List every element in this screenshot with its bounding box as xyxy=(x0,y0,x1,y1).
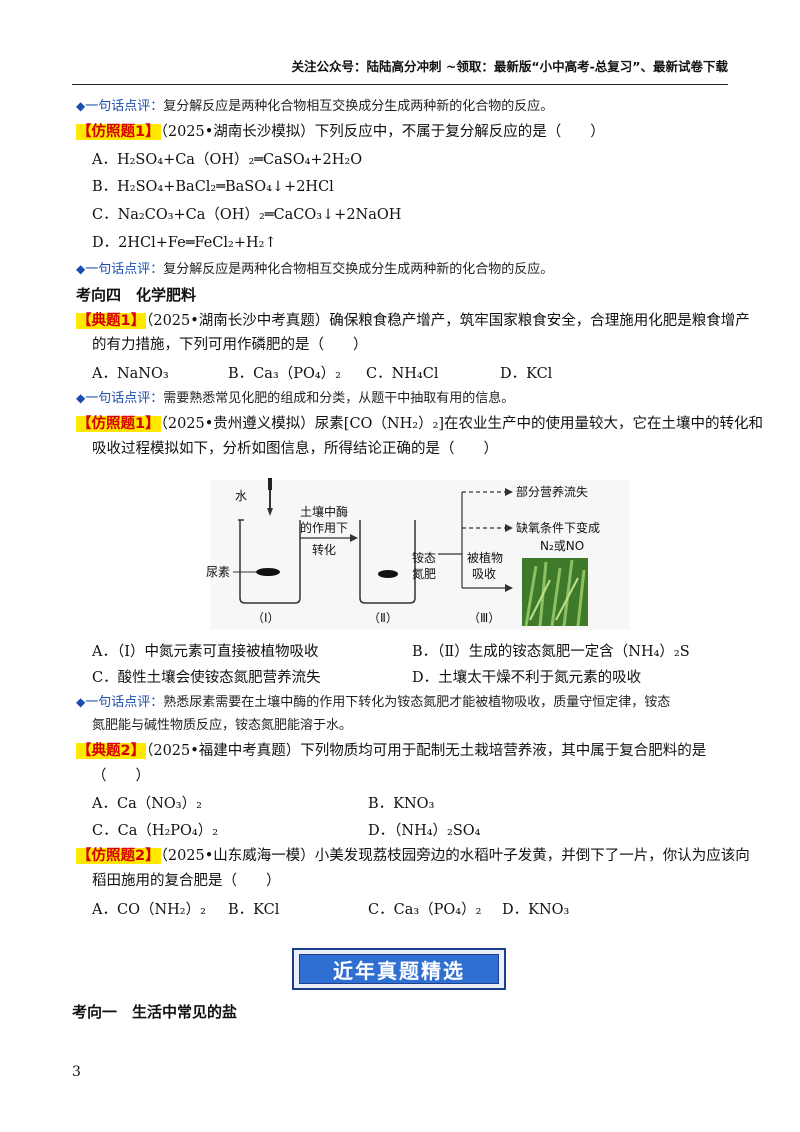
comment-1: ◆一句话点评：复分解反应是两种化合物相互交换成分生成两种新的化合物的反应。 xyxy=(76,99,554,114)
comment-4-cont: 氮肥能与碱性物质反应，铵态氮肥能溶于水。 xyxy=(92,718,353,733)
rice-plant-image xyxy=(522,558,588,627)
q1-stem: 【仿照题1】（2025•湖南长沙模拟）下列反应中，不属于复分解反应的是（ ） xyxy=(76,124,605,140)
diagram-label-3: （Ⅲ） xyxy=(468,611,500,625)
q3-stem-2: 稻田施用的复合肥是（ ） xyxy=(92,873,281,889)
d2-stem-1: 【典题2】（2025•福建中考真题）下列物质均可用于配制无土栽培营养液，其中属于… xyxy=(76,743,707,759)
q3-option-b: B．KCl xyxy=(228,902,280,918)
diagram-ammonium-2: 氮肥 xyxy=(412,566,436,581)
d1-stem-2: 的有力措施，下列可用作磷肥的是（ ） xyxy=(92,337,368,353)
q2-stem-1: 【仿照题1】（2025•贵州遵义模拟）尿素[CO（NH₂）₂]在农业生产中的使用… xyxy=(76,416,764,432)
diagram-enzyme-1: 土壤中酶 xyxy=(300,504,348,519)
section-banner: 近年真题精选 xyxy=(292,948,506,990)
q3-option-d: D．KNO₃ xyxy=(502,902,570,918)
d2-option-c: C．Ca（H₂PO₄）₂ xyxy=(92,823,219,839)
question-tag: 【仿照题2】 xyxy=(76,848,161,864)
diagram-urea-label: 尿素 xyxy=(206,565,230,579)
diamond-icon: ◆ xyxy=(76,391,86,405)
q2-option-d: D．土壤太干燥不利于氮元素的吸收 xyxy=(412,670,642,686)
comment-2: ◆一句话点评：复分解反应是两种化合物相互交换成分生成两种新的化合物的反应。 xyxy=(76,262,554,277)
section-heading-4: 考向四 化学肥料 xyxy=(76,286,197,304)
q3-option-a: A．CO（NH₂）₂ xyxy=(92,902,206,918)
d2-option-d: D．（NH₄）₂SO₄ xyxy=(368,823,481,839)
diagram-water-label: 水 xyxy=(235,489,247,503)
diamond-icon: ◆ xyxy=(76,99,86,113)
urea-conversion-diagram: 水 尿素 （Ⅰ） 土壤中酶 的作用下 转化 （Ⅱ） 铵态 氮肥 被植物 吸收 （… xyxy=(206,478,630,630)
d1-stem-1: 【典题1】（2025•湖南长沙中考真题）确保粮食稳产增产，筑牢国家粮食安全，合理… xyxy=(76,313,750,329)
q1-option-d: D．2HCl+Fe═FeCl₂+H₂↑ xyxy=(92,235,277,251)
page-number: 3 xyxy=(72,1064,81,1080)
diagram-loss-label: 部分营养流失 xyxy=(516,484,588,499)
question-tag: 【典题1】 xyxy=(76,313,147,329)
page-header: 关注公众号：陆陆高分冲刺 ~领取：最新版“小中高考-总复习”、最新试卷下载 xyxy=(291,59,728,74)
diagram-plant-2: 吸收 xyxy=(472,567,496,581)
question-tag: 【仿照题1】 xyxy=(76,124,161,140)
diagram-gas-label: N₂或NO xyxy=(540,539,584,553)
d1-option-d: D．KCl xyxy=(500,366,553,382)
diagram-anaerobic-label: 缺氧条件下变成 xyxy=(516,520,600,535)
diamond-icon: ◆ xyxy=(76,695,86,709)
d2-option-b: B．KNO₃ xyxy=(368,796,435,812)
diagram-ammonium-1: 铵态 xyxy=(412,550,436,565)
d2-stem-2: （ ） xyxy=(92,768,150,784)
q2-option-b: B．（Ⅱ）生成的铵态氮肥一定含（NH₄）₂S xyxy=(412,644,690,660)
d1-option-a: A．NaNO₃ xyxy=(92,366,169,382)
q2-option-a: A．（Ⅰ）中氮元素可直接被植物吸收 xyxy=(92,644,319,660)
q1-option-a: A．H₂SO₄+Ca（OH）₂═CaSO₄+2H₂O xyxy=(92,152,363,168)
diagram-label-2: （Ⅱ） xyxy=(368,611,398,625)
diagram-label-1: （Ⅰ） xyxy=(252,611,280,625)
section-heading-1: 考向一 生活中常见的盐 xyxy=(72,1003,238,1021)
q3-stem-1: 【仿照题2】（2025•山东威海一模）小美发现荔枝园旁边的水稻叶子发黄，并倒下了… xyxy=(76,848,750,864)
banner-title: 近年真题精选 xyxy=(333,958,465,983)
question-tag: 【典题2】 xyxy=(76,743,147,759)
diagram-enzyme-2: 的作用下 xyxy=(300,520,348,535)
diamond-icon: ◆ xyxy=(76,262,86,276)
q1-option-b: B．H₂SO₄+BaCl₂═BaSO₄↓+2HCl xyxy=(92,179,334,195)
q2-stem-2: 吸收过程模拟如下，分析如图信息，所得结论正确的是（ ） xyxy=(92,441,498,457)
q1-option-c: C．Na₂CO₃+Ca（OH）₂═CaCO₃↓+2NaOH xyxy=(92,207,402,223)
header-rule xyxy=(72,84,728,85)
d1-option-c: C．NH₄Cl xyxy=(366,366,439,382)
comment-3: ◆一句话点评：需要熟悉常见化肥的组成和分类，从题干中抽取有用的信息。 xyxy=(76,391,515,406)
d2-option-a: A．Ca（NO₃）₂ xyxy=(92,796,202,812)
question-tag: 【仿照题1】 xyxy=(76,416,161,432)
q2-option-c: C．酸性土壤会使铵态氮肥营养流失 xyxy=(92,670,321,686)
q3-option-c: C．Ca₃（PO₄）₂ xyxy=(368,902,482,918)
diagram-enzyme-3: 转化 xyxy=(312,542,336,557)
diagram-plant-1: 被植物 xyxy=(467,550,503,565)
comment-4: ◆一句话点评：熟悉尿素需要在土壤中酶的作用下转化为铵态氮肥才能被植物吸收，质量守… xyxy=(76,695,671,710)
d1-option-b: B．Ca₃（PO₄）₂ xyxy=(228,366,341,382)
